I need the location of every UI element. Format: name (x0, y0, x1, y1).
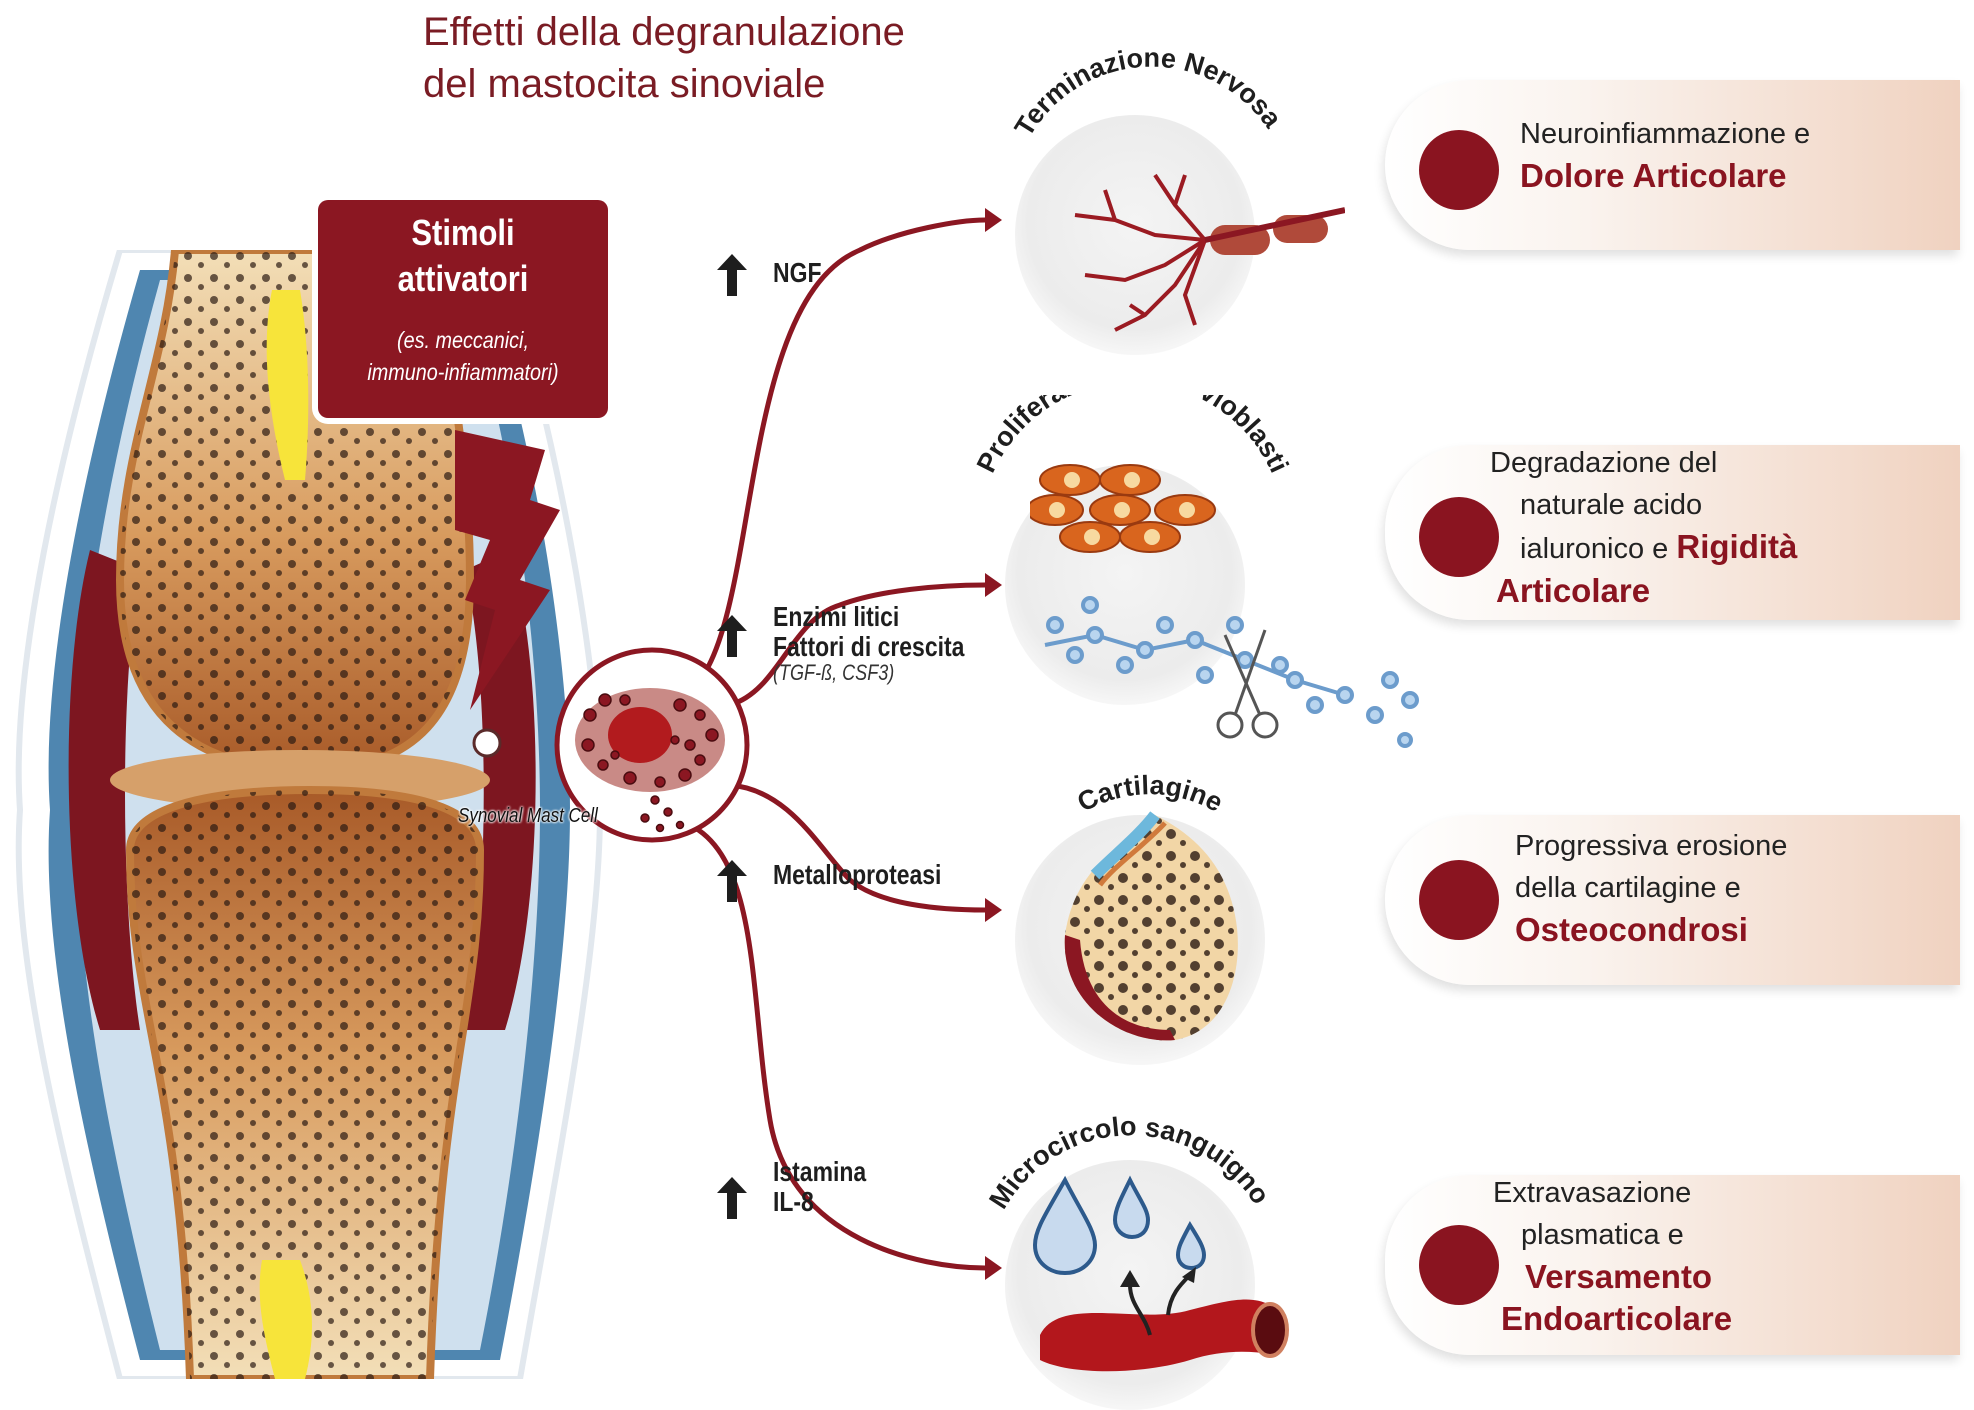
up-arrow-icon (717, 254, 747, 296)
effect-text: Extravasazione plasmatica e Versamento E… (1493, 1172, 1732, 1340)
mediator-line-2: IL-8 (773, 1186, 814, 1217)
mediator-ngf: NGF (715, 252, 821, 303)
up-arrow-icon (717, 1177, 747, 1219)
arrowhead-microcirculation (985, 1256, 1002, 1280)
effect-line-text: ialuronico e (1520, 533, 1669, 565)
effect-line: Progressiva erosione (1515, 830, 1788, 862)
mediator-label: Metalloproteasi (773, 859, 942, 890)
bullet-dot-icon (1419, 1225, 1499, 1305)
target-microcirculation: Microcircolo sanguigno (960, 1100, 1300, 1410)
connector-to-cartilage (729, 782, 986, 913)
target-title-arc: Cartilagine (1072, 770, 1227, 818)
scissors-icon (1216, 629, 1279, 739)
effect-highlight: Osteocondrosi (1515, 911, 1748, 948)
stimuli-examples-line-2: immuno-infiammatori) (367, 359, 559, 385)
up-arrow-icon (717, 860, 747, 902)
effect-card-pain: Neuroinfiammazione e Dolore Articolare (1385, 80, 1960, 250)
mediator-metalloproteases: Metalloproteasi (715, 858, 941, 909)
stimuli-heading-line-1: Stimoli (411, 212, 515, 253)
up-arrow-icon (717, 615, 747, 657)
diagram-title: Effetti della degranulazione del mastoci… (423, 6, 905, 110)
knee-joint-illustration (15, 250, 604, 1379)
effect-line: della cartilagine e (1515, 872, 1741, 904)
bullet-dot-icon (1419, 497, 1499, 577)
hyaluronic-acid-molecule-icon (1044, 596, 1419, 748)
mast-cell-label: Synovial Mast Cell (458, 805, 598, 827)
mediator-line-2: Fattori di crescita (773, 631, 965, 662)
effect-card-osteochondrosis: Progressiva erosione della cartilagine e… (1385, 815, 1960, 985)
mediator-label: Istamina IL-8 (773, 1157, 866, 1217)
target-synovioblasts: Proliferazione Sinovioblasti (955, 395, 1425, 765)
arrowhead-synovioblasts (985, 573, 1002, 597)
connector-to-nerve (697, 217, 986, 682)
blood-vessel-icon (1032, 1175, 1289, 1372)
cartilage-bone-icon (1064, 811, 1238, 1041)
bullet-dot-icon (1419, 860, 1499, 940)
stimuli-examples-line-1: (es. meccanici, (397, 327, 529, 353)
bullet-dot-icon (1419, 130, 1499, 210)
title-line-1: Effetti della degranulazione (423, 10, 905, 54)
nerve-ending-icon (1074, 173, 1345, 332)
stimuli-heading-line-2: attivatori (397, 258, 529, 299)
effect-highlight-inline: Rigidità (1676, 528, 1798, 565)
target-title-arc: Proliferazione Sinovioblasti (971, 395, 1294, 477)
synovioblast-cells-icon (1030, 464, 1216, 553)
effect-line: ialuronico e Rigidità (1490, 526, 1797, 570)
effect-line: Neuroinfiammazione e (1520, 118, 1811, 150)
mediator-label: NGF (773, 257, 822, 288)
effect-line: Extravasazione (1493, 1177, 1692, 1209)
effect-line: plasmatica e (1521, 1219, 1684, 1251)
effect-text: Neuroinfiammazione e Dolore Articolare (1520, 113, 1810, 197)
svg-text:Terminazione Nervosa: Terminazione Nervosa (1009, 45, 1288, 141)
effect-text: Degradazione del naturale acido ialuroni… (1490, 442, 1797, 612)
effect-card-stiffness: Degradazione del naturale acido ialuroni… (1385, 445, 1960, 620)
effect-line: naturale acido (1520, 489, 1703, 521)
mediator-line-1: Enzimi litici (773, 601, 900, 632)
target-title: Terminazione Nervosa (1009, 45, 1288, 141)
mediator-enzymes: Enzimi litici Fattori di crescita (TGF-ß… (715, 602, 964, 684)
effect-highlight: Articolare (1496, 572, 1651, 609)
effect-highlight: Endoarticolare (1501, 1300, 1733, 1337)
target-title-arc: Terminazione Nervosa (1009, 45, 1288, 141)
target-nerve-ending: Terminazione Nervosa (985, 45, 1345, 355)
target-cartilage: Cartilagine (1000, 745, 1300, 1065)
effect-highlight: Versamento (1525, 1258, 1713, 1295)
effect-card-effusion: Extravasazione plasmatica e Versamento E… (1385, 1175, 1960, 1355)
mediator-sub: (TGF-ß, CSF3) (773, 660, 895, 685)
connector-to-synovioblasts (729, 582, 986, 708)
arrowhead-cartilage (985, 898, 1002, 922)
mediator-line-1: Istamina (773, 1156, 867, 1187)
plasma-drops-icon (1032, 1175, 1207, 1276)
mediator-histamine: Istamina IL-8 (715, 1157, 866, 1226)
activating-stimuli-box: Stimoli attivatori (es. meccanici, immun… (318, 200, 608, 418)
title-line-2: del mastocita sinoviale (423, 62, 826, 106)
arrowhead-nerve (985, 208, 1002, 232)
effect-line: Degradazione del (1490, 447, 1718, 479)
effect-text: Progressiva erosione della cartilagine e… (1515, 825, 1787, 951)
mediator-label: Enzimi litici Fattori di crescita (TGF-ß… (773, 602, 964, 684)
effect-highlight: Dolore Articolare (1520, 157, 1787, 194)
